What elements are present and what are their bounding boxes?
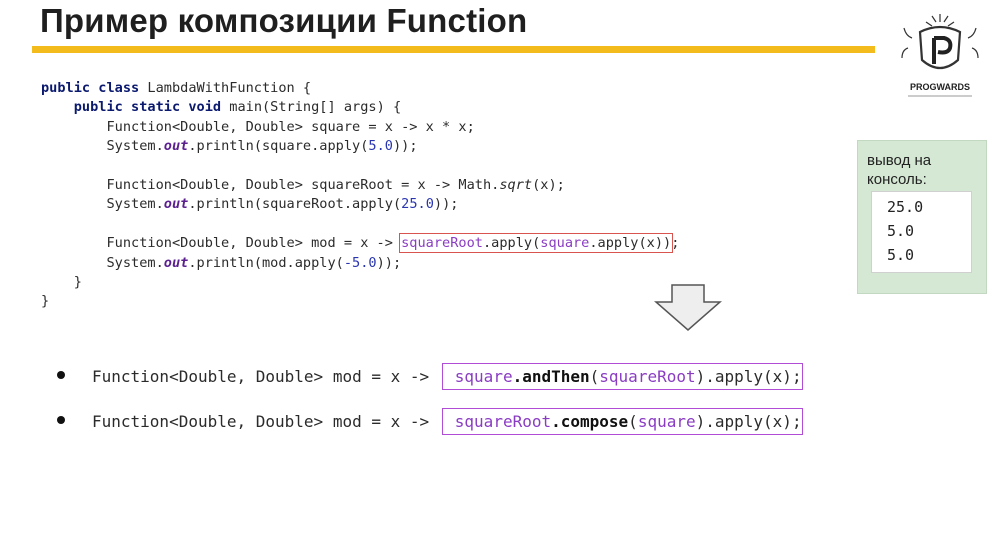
code-text: )); [376,254,402,271]
code-text: ( [589,367,600,386]
code-brace: } [73,274,82,291]
code-text: )); [392,138,418,155]
code-text: .println(mod.apply( [188,254,344,271]
console-title-line: консоль: [867,171,927,188]
code-text: Function<Double, Double> mod = x -> [92,367,439,386]
code-keyword: public class [41,80,140,96]
code-text: ).apply(x); [695,412,802,431]
code-text: System. [106,138,164,155]
code-text: ).apply(x); [695,367,802,386]
alternative-andthen: Function<Double, Double> mod = x -> squa… [92,363,803,390]
console-title: вывод на консоль: [867,151,931,189]
code-text: .println(square.apply( [188,138,369,155]
code-brace: } [41,293,50,310]
code-text: Function<Double, Double> square = x -> x… [106,118,475,135]
console-line: 5.0 [887,222,915,240]
bullet-point [57,416,65,424]
code-text: Function<Double, Double> squareRoot = x … [106,177,500,194]
code-text: System. [106,254,164,271]
code-reference: square [637,412,696,431]
console-output-box: 25.0 5.0 5.0 [871,191,972,273]
code-number: 25.0 [401,196,434,213]
highlighted-expression: squareRoot.compose(square).apply(x); [441,408,803,435]
code-field: out [163,138,189,155]
logo-text: PROGWARDS [910,82,970,92]
code-field: out [163,254,189,271]
code-reference: square [454,367,513,386]
down-arrow-icon [654,284,722,331]
console-line: 5.0 [887,246,915,264]
code-text: main(String[] args) { [221,99,402,116]
code-field: out [163,196,189,213]
code-method: .andThen [512,367,590,386]
alternative-compose: Function<Double, Double> mod = x -> squa… [92,408,803,435]
code-text: .println(squareRoot.apply( [188,196,402,213]
code-number: -5.0 [343,254,377,271]
bullet-point [57,371,65,379]
code-text: )); [433,196,459,213]
highlighted-expression: squareRoot.apply(square.apply(x)) [399,233,674,254]
code-text: LambdaWithFunction { [139,80,312,96]
console-line: 25.0 [887,198,924,216]
code-block: public class LambdaWithFunction { public… [41,79,679,312]
code-reference: square [540,235,590,252]
title-underline [32,46,875,53]
progwards-logo-icon: PROGWARDS [901,14,979,97]
code-text: (x); [532,177,565,194]
code-method: .compose [551,412,629,431]
highlighted-expression: square.andThen(squareRoot).apply(x); [441,363,803,390]
code-text: Function<Double, Double> mod = x -> [92,412,439,431]
code-method: sqrt [499,177,533,194]
console-output-panel: вывод на консоль: 25.0 5.0 5.0 [857,140,987,294]
code-text: .apply( [482,235,541,252]
code-text: ( [628,412,638,431]
console-title-line: вывод на [867,152,932,169]
code-text: Function<Double, Double> mod = x -> [106,235,402,252]
code-reference: squareRoot [599,367,696,386]
page-title: Пример композиции Function [40,2,528,39]
code-text: ; [671,235,680,252]
code-text: .apply(x)) [589,235,672,252]
code-reference: squareRoot [454,412,552,431]
code-number: 5.0 [368,138,393,155]
code-keyword: public static void [73,99,222,116]
code-text: System. [106,196,164,213]
code-reference: squareRoot [401,235,483,252]
